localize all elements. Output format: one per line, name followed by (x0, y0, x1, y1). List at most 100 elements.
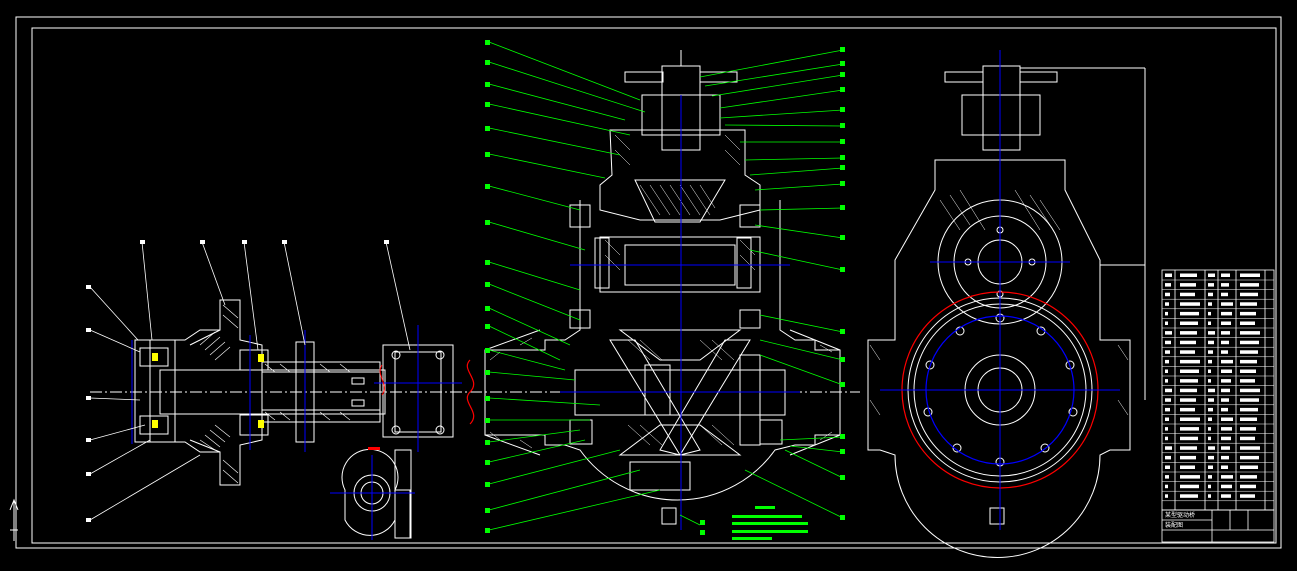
technical-notes-bars (732, 506, 808, 540)
inner-border (31, 27, 1277, 544)
parts-list-rows (1162, 273, 1274, 502)
parts-cell-text (1240, 455, 1259, 460)
parts-cell-text (1240, 350, 1258, 354)
main-axle-section (484, 50, 841, 525)
parts-cell-text (1240, 446, 1260, 450)
side-view (867, 65, 1146, 558)
parts-cell-text (1240, 398, 1259, 402)
small-detail-view (341, 448, 412, 539)
parts-cell-text (1180, 369, 1199, 373)
parts-cell-text (1240, 379, 1255, 383)
parts-cell-text (1208, 359, 1212, 364)
parts-cell-text (1240, 369, 1256, 373)
parts-cell-text (1208, 379, 1211, 383)
break-line-2 (379, 364, 385, 396)
parts-cell-text (1240, 407, 1258, 412)
parts-cell-text (1221, 359, 1233, 364)
parts-cell-text (1180, 455, 1196, 460)
parts-cell-text (1180, 494, 1198, 498)
parts-cell-text (1165, 273, 1172, 277)
parts-cell-text (1221, 465, 1228, 469)
parts-cell-text (1208, 283, 1214, 287)
seal-markers (152, 353, 264, 428)
main-blue-centerlines (560, 95, 800, 530)
parts-cell-text (1221, 340, 1229, 345)
parts-cell-text (1208, 398, 1214, 402)
parts-cell-text (1208, 484, 1211, 489)
parts-cell-text (1208, 273, 1215, 277)
parts-cell-text (1208, 311, 1211, 316)
parts-cell-text (1240, 273, 1260, 277)
parts-cell-text (1208, 331, 1215, 335)
parts-cell-text (1221, 302, 1233, 306)
parts-cell-text (1221, 436, 1231, 441)
parts-cell-text (1180, 359, 1200, 364)
parts-cell-text (1208, 340, 1214, 345)
parts-cell-text (1165, 331, 1172, 335)
parts-cell-text (1165, 475, 1169, 479)
parts-cell-text (1165, 340, 1171, 345)
parts-cell-text (1180, 436, 1198, 441)
parts-cell-text (1208, 417, 1212, 421)
parts-cell-text (1221, 398, 1229, 402)
parts-cell-text (1180, 475, 1200, 479)
parts-cell-text (1165, 417, 1169, 421)
parts-cell-text (1240, 484, 1256, 489)
parts-cell-text (1221, 494, 1231, 498)
left-leader-tags (86, 240, 389, 522)
left-leaders (89, 241, 411, 521)
parts-cell-text (1208, 369, 1211, 373)
parts-cell-text (1221, 446, 1230, 450)
ucs-axis-icon (9, 498, 19, 541)
parts-cell-text (1240, 283, 1259, 287)
left-section-hatching (199, 304, 351, 484)
side-view-centerlines (880, 50, 1120, 530)
main-section-hatching (489, 134, 833, 449)
parts-cell-text (1240, 427, 1256, 431)
parts-cell-text (1221, 321, 1231, 325)
parts-cell-text (1165, 359, 1169, 364)
parts-cell-text (1180, 398, 1196, 402)
parts-cell-text (1165, 388, 1172, 393)
main-right-leaders (679, 49, 844, 526)
parts-cell-text (1221, 369, 1232, 373)
parts-cell-text (1165, 369, 1168, 373)
parts-cell-text (1221, 331, 1230, 335)
parts-cell-text (1208, 302, 1212, 306)
parts-cell-text (1165, 292, 1170, 297)
parts-cell-text (1180, 283, 1196, 287)
parts-cell-text (1240, 417, 1257, 421)
parts-cell-text (1208, 494, 1211, 498)
parts-cell-text (1221, 292, 1228, 297)
parts-cell-text (1165, 484, 1168, 489)
parts-cell-text (1240, 292, 1258, 297)
parts-cell-text (1208, 407, 1213, 412)
parts-cell-text (1208, 292, 1213, 297)
parts-cell-text (1180, 379, 1198, 383)
parts-cell-text (1208, 427, 1211, 431)
parts-cell-text (1221, 350, 1228, 354)
parts-cell-text (1208, 321, 1211, 325)
parts-cell-text (1165, 455, 1171, 460)
parts-cell-text (1165, 446, 1172, 450)
parts-cell-text (1165, 283, 1171, 287)
parts-cell-text (1180, 273, 1197, 277)
parts-cell-text (1240, 311, 1256, 316)
parts-cell-text (1165, 321, 1168, 325)
parts-cell-text (1208, 465, 1213, 469)
parts-cell-text (1180, 311, 1199, 316)
parts-cell-text (1180, 331, 1197, 335)
parts-cell-text (1221, 427, 1232, 431)
parts-cell-text (1165, 436, 1168, 441)
detail-red-mark (368, 447, 380, 450)
parts-cell-text (1180, 292, 1195, 297)
parts-cell-text (1180, 465, 1195, 469)
parts-cell-text (1240, 331, 1260, 335)
parts-cell-text (1165, 427, 1168, 431)
side-view-hatching (869, 189, 1129, 416)
parts-cell-text (1221, 273, 1230, 277)
parts-cell-text (1240, 475, 1257, 479)
main-left-leaders (488, 41, 661, 531)
parts-cell-text (1208, 436, 1211, 441)
